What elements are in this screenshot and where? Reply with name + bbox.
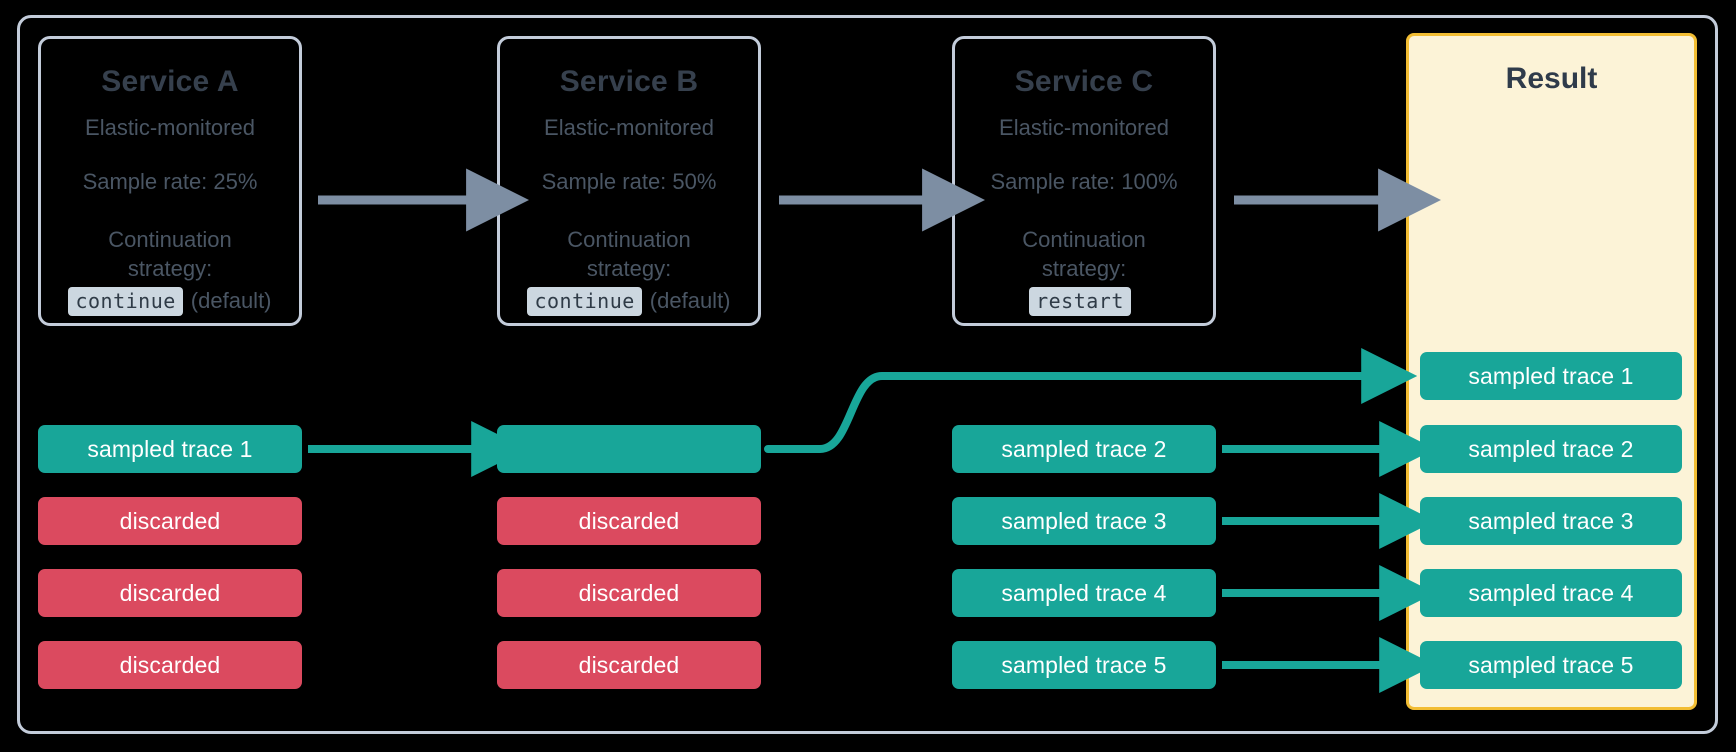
service-c-sample-rate: Sample rate: 100% (990, 169, 1178, 194)
service-box-a: Service A Elastic-monitored Sample rate:… (38, 36, 302, 326)
service-b-strategy-row: continue (default) (500, 287, 758, 317)
service-c-strategy-row: restart (955, 287, 1213, 317)
service-a-strategy-row: continue (default) (41, 287, 299, 317)
service-b-strategy-value: continue (527, 287, 642, 317)
trace-bar-label: sampled trace 1 (87, 435, 253, 462)
trace-bar-label: sampled trace 1 (1468, 362, 1634, 389)
service-c-subtitle: Elastic-monitored (999, 115, 1169, 140)
trace-bar-label: sampled trace 2 (1001, 435, 1167, 462)
trace-bar-a-3: discarded (38, 569, 302, 617)
trace-bar-label: sampled trace 4 (1001, 579, 1167, 606)
service-a-title: Service A (101, 65, 239, 98)
trace-bar-label: sampled trace 2 (1468, 435, 1634, 462)
service-a-subtitle: Elastic-monitored (85, 115, 255, 140)
trace-bar-c-3: sampled trace 4 (952, 569, 1216, 617)
trace-bar-c-2: sampled trace 3 (952, 497, 1216, 545)
trace-bar-a-1: sampled trace 1 (38, 425, 302, 473)
trace-bar-c-4: sampled trace 5 (952, 641, 1216, 689)
service-b-title: Service B (559, 65, 699, 98)
service-c-strategy-value: restart (1029, 287, 1131, 317)
trace-bar-result-2: sampled trace 2 (1420, 425, 1682, 473)
trace-bar-c-1: sampled trace 2 (952, 425, 1216, 473)
trace-bar-label: discarded (578, 579, 680, 606)
trace-bar-result-1: sampled trace 1 (1420, 352, 1682, 400)
trace-bar-label: discarded (119, 651, 221, 678)
trace-bar-label: discarded (578, 507, 680, 534)
service-b-strategy-label: Continuation strategy: (567, 227, 691, 282)
trace-bar-a-4: discarded (38, 641, 302, 689)
service-a-strategy-value: continue (68, 287, 183, 317)
trace-bar-b-2: discarded (497, 497, 761, 545)
trace-bar-result-4: sampled trace 4 (1420, 569, 1682, 617)
service-box-c: Service C Elastic-monitored Sample rate:… (952, 36, 1216, 326)
service-a-sample-rate: Sample rate: 25% (82, 169, 258, 194)
service-c-title: Service C (1014, 65, 1154, 98)
service-box-b: Service B Elastic-monitored Sample rate:… (497, 36, 761, 326)
trace-bar-label: discarded (578, 651, 680, 678)
service-a-strategy-note: (default) (190, 288, 272, 314)
trace-bar-b-1 (497, 425, 761, 473)
trace-bar-label: sampled trace 3 (1468, 507, 1634, 534)
trace-bar-b-3: discarded (497, 569, 761, 617)
trace-bar-label: sampled trace 3 (1001, 507, 1167, 534)
service-b-sample-rate: Sample rate: 50% (541, 169, 717, 194)
trace-bar-label: sampled trace 5 (1468, 651, 1634, 678)
trace-bar-label: sampled trace 4 (1468, 579, 1634, 606)
service-b-strategy-note: (default) (649, 288, 731, 314)
trace-bar-result-3: sampled trace 3 (1420, 497, 1682, 545)
result-title: Result (1505, 62, 1598, 95)
trace-bar-label: sampled trace 5 (1001, 651, 1167, 678)
trace-bar-result-5: sampled trace 5 (1420, 641, 1682, 689)
trace-bar-label: discarded (119, 507, 221, 534)
service-a-strategy-label: Continuation strategy: (108, 227, 232, 282)
service-c-strategy-label: Continuation strategy: (1022, 227, 1146, 282)
trace-bar-a-2: discarded (38, 497, 302, 545)
diagram-outer-frame (17, 15, 1718, 734)
trace-bar-b-4: discarded (497, 641, 761, 689)
service-b-subtitle: Elastic-monitored (544, 115, 714, 140)
trace-bar-label: discarded (119, 579, 221, 606)
